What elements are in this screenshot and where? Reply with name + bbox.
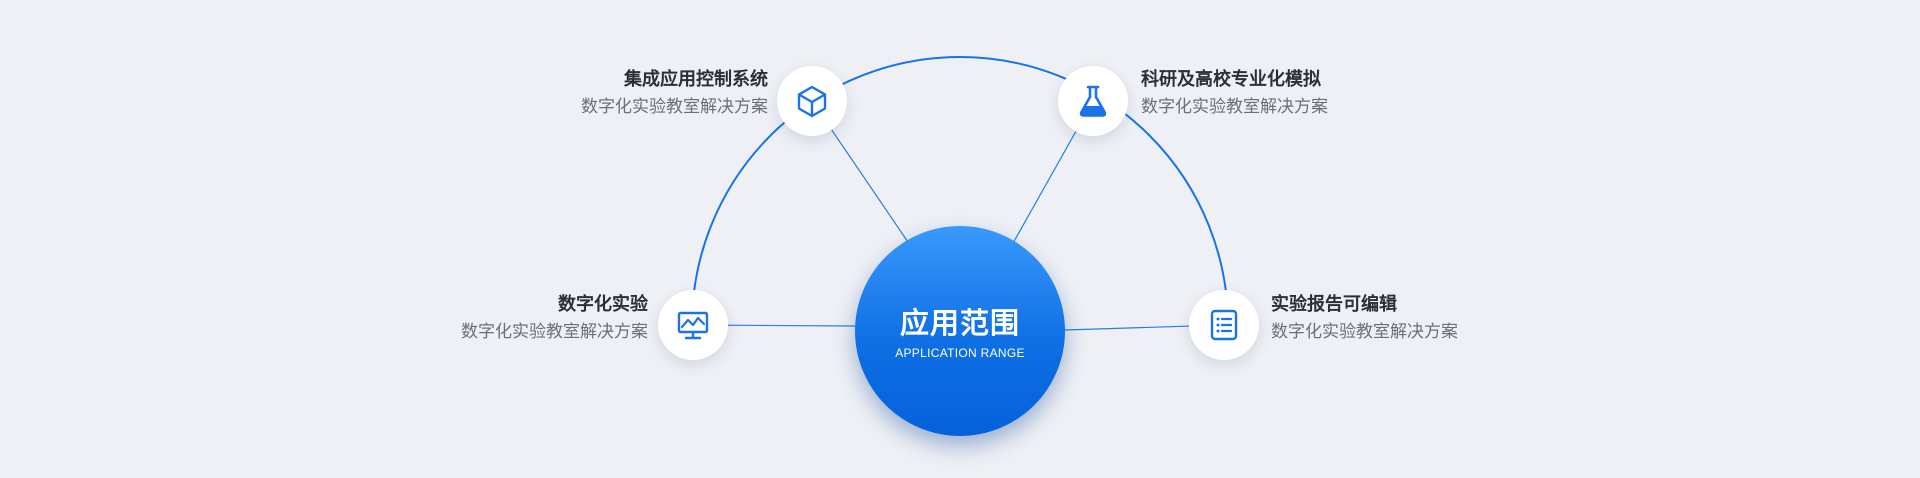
flask-icon [1079,85,1107,117]
hub-title: 应用范围 [899,306,1020,340]
hub-subtitle: APPLICATION RANGE [895,346,1025,360]
outer-arc [691,56,1229,326]
node-description: 数字化实验教室解决方案 [581,97,768,117]
node-editable-report [1189,290,1259,360]
node-description: 数字化实验教室解决方案 [461,322,648,342]
node-integrated-control [777,66,847,136]
node-digital-experiment [658,290,728,360]
node-label-editable-report: 实验报告可编辑 数字化实验教室解决方案 [1271,293,1571,344]
node-label-research-simulation: 科研及高校专业化模拟 数字化实验教室解决方案 [1141,68,1441,119]
node-title: 数字化实验 [558,294,648,315]
list-document-icon [1210,309,1238,341]
cube-icon [797,85,827,118]
node-title: 科研及高校专业化模拟 [1141,69,1321,90]
monitor-chart-icon [677,311,709,340]
node-research-simulation [1058,66,1128,136]
node-description: 数字化实验教室解决方案 [1141,97,1328,117]
node-title: 实验报告可编辑 [1271,294,1397,315]
node-title: 集成应用控制系统 [624,69,768,90]
node-description: 数字化实验教室解决方案 [1271,322,1458,342]
application-range-hub: 应用范围 APPLICATION RANGE [855,226,1065,436]
node-label-integrated-control: 集成应用控制系统 数字化实验教室解决方案 [468,68,768,119]
node-label-digital-experiment: 数字化实验 数字化实验教室解决方案 [348,293,648,344]
